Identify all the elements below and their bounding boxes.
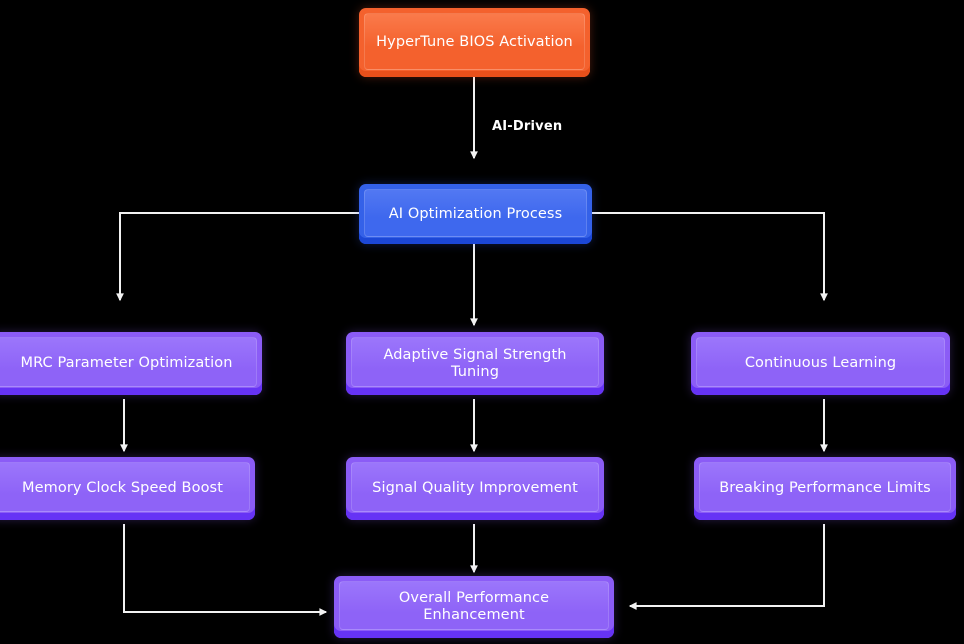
node-hypertune-bios-activation[interactable]: HyperTune BIOS Activation [359,8,590,77]
node-breaking-performance-limits[interactable]: Breaking Performance Limits [694,457,956,520]
node-label: HyperTune BIOS Activation [376,34,573,51]
node-signal-quality-improvement[interactable]: Signal Quality Improvement [346,457,604,520]
edge-ai-to-learning [592,212,828,302]
node-ai-optimization-process[interactable]: AI Optimization Process [359,184,592,244]
node-label: Continuous Learning [744,355,897,372]
edge-clock-to-overall [123,524,328,616]
node-label: MRC Parameter Optimization [20,355,233,372]
node-label: AI Optimization Process [388,205,563,222]
node-label: Breaking Performance Limits [719,480,931,497]
node-continuous-learning[interactable]: Continuous Learning [691,332,950,395]
node-label: Adaptive Signal Strength Tuning [383,346,567,380]
node-label: Memory Clock Speed Boost [22,480,223,497]
node-adaptive-signal-strength-tuning[interactable]: Adaptive Signal Strength Tuning [346,332,604,395]
edge-ai-to-mrc [116,212,359,302]
node-label: Overall Performance Enhancement [398,590,550,623]
edge-limits-to-overall [628,524,825,610]
edge-label-ai-driven: AI-Driven [492,119,563,134]
node-overall-performance-enhancement[interactable]: Overall Performance Enhancement [334,576,614,638]
node-memory-clock-speed-boost[interactable]: Memory Clock Speed Boost [0,457,255,520]
node-label: Signal Quality Improvement [372,480,578,497]
node-mrc-parameter-optimization[interactable]: MRC Parameter Optimization [0,332,262,395]
